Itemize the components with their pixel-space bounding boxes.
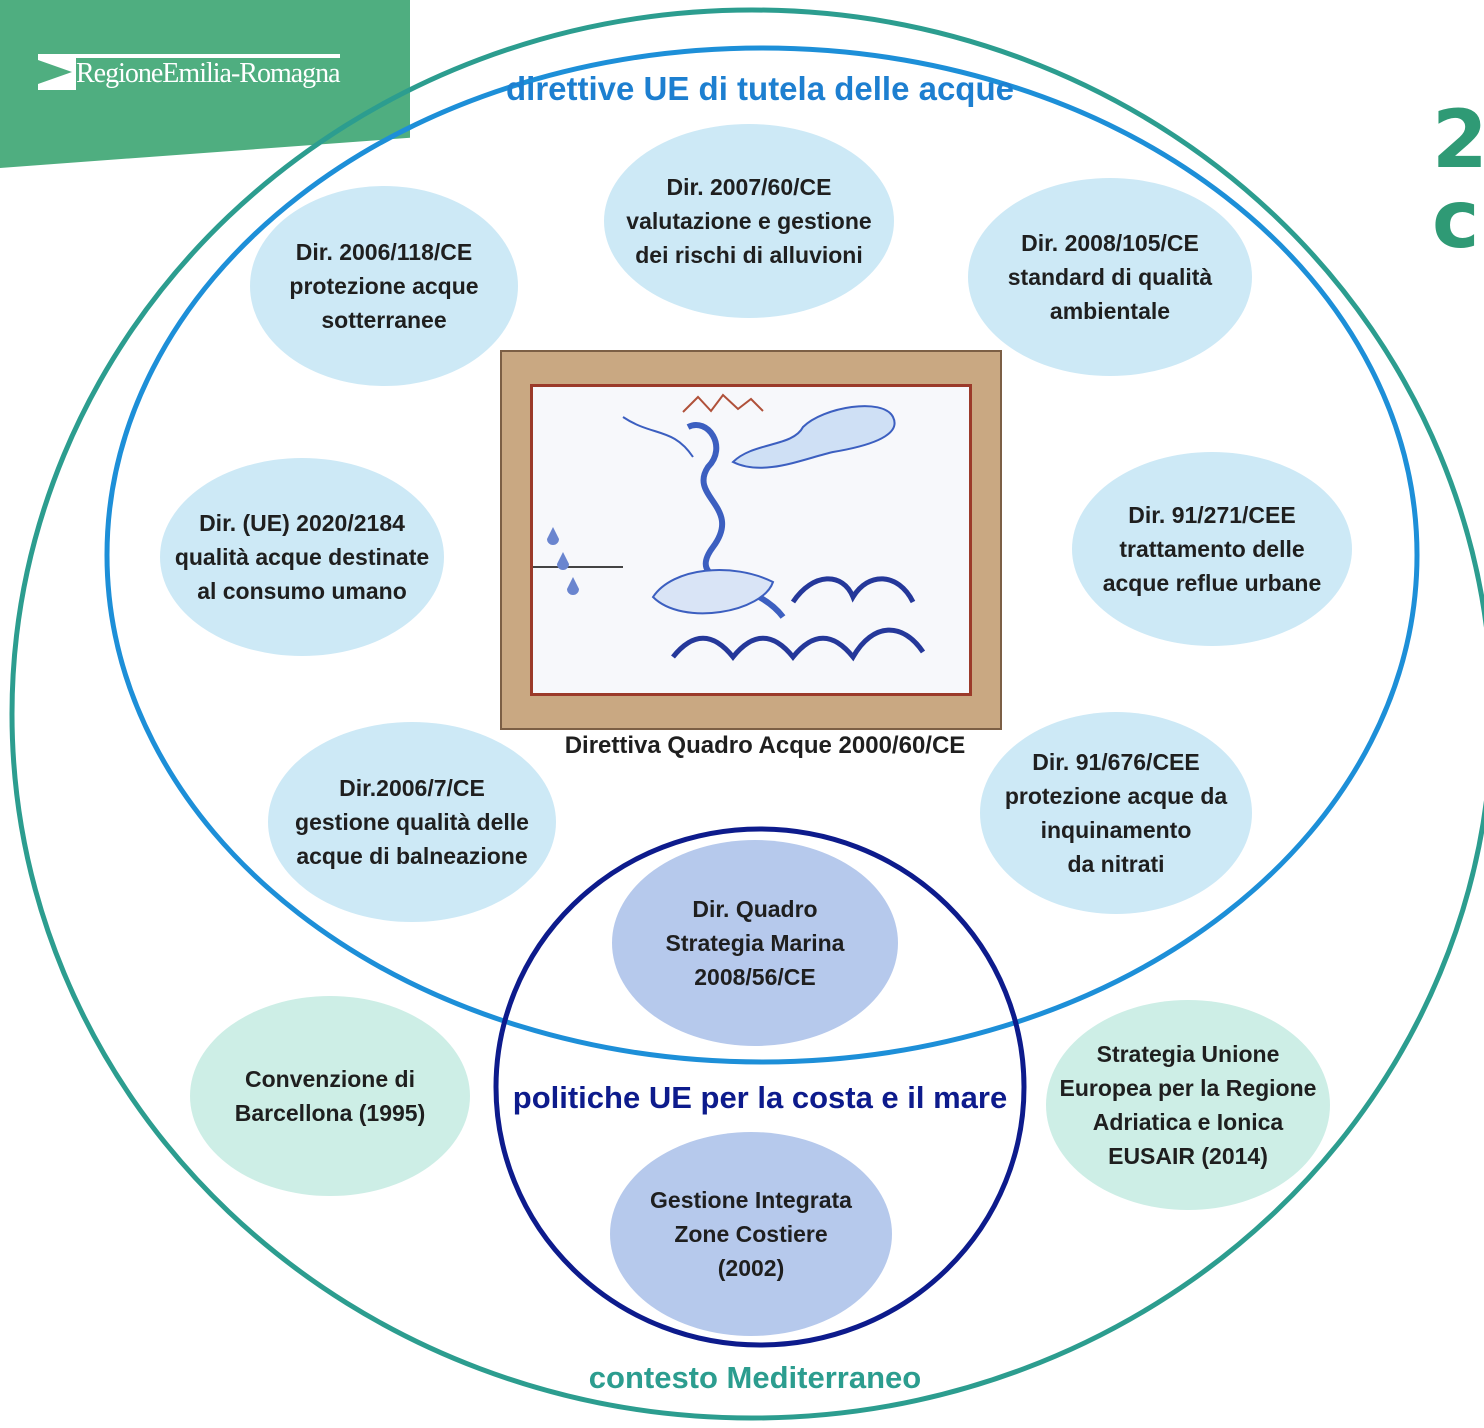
bubble-urban-wastewater-directive: Dir. 91/271/CEE trattamento delle acque … bbox=[1072, 452, 1352, 646]
logo-mark-icon bbox=[38, 54, 76, 90]
bubble-nitrates-directive: Dir. 91/676/CEE protezione acque da inqu… bbox=[980, 712, 1252, 914]
water-cycle-drawing bbox=[533, 393, 926, 662]
mediterranean-ring bbox=[9, 7, 1484, 1421]
water-framework-caption: Direttiva Quadro Acque 2000/60/CE bbox=[564, 732, 966, 759]
bubble-bathing-water-directive: Dir.2006/7/CE gestione qualità delle acq… bbox=[268, 722, 556, 922]
bubble-eusair-strategy: Strategia Unione Europea per la Regione … bbox=[1046, 1000, 1330, 1210]
bubble-groundwater-directive: Dir. 2006/118/CE protezione acque sotter… bbox=[250, 186, 518, 386]
fish-shape bbox=[651, 569, 775, 615]
bubble-coastal-zones: Gestione Integrata Zone Costiere (2002) bbox=[610, 1132, 892, 1336]
coast-sea-title: politiche UE per la costa e il mare bbox=[512, 1080, 1008, 1115]
bubble-drinking-water-directive: Dir. (UE) 2020/2184 qualità acque destin… bbox=[160, 458, 444, 656]
regione-emilia-romagna-logo[interactable]: RegioneEmilia-Romagna bbox=[38, 52, 364, 92]
river-branch-stroke bbox=[622, 416, 694, 458]
cropped-heading-line1: 2 bbox=[1432, 93, 1484, 186]
lake-shape bbox=[731, 405, 896, 469]
eu-directives-title: direttive UE di tutela delle acque bbox=[506, 70, 1014, 107]
logo-text: RegioneEmilia-Romagna bbox=[76, 54, 341, 90]
mediterranean-title: contesto Mediterraneo bbox=[588, 1360, 922, 1395]
cropped-heading-line2: c bbox=[1432, 173, 1480, 266]
mountains-stroke bbox=[682, 393, 764, 413]
bubble-quality-standards-directive: Dir. 2008/105/CE standard di qualità amb… bbox=[968, 178, 1252, 376]
eu-directives-ring bbox=[104, 45, 1420, 1065]
waves-top-stroke bbox=[790, 576, 916, 604]
bubble-marine-strategy: Dir. Quadro Strategia Marina 2008/56/CE bbox=[612, 840, 898, 1046]
bubble-barcelona-convention: Convenzione di Barcellona (1995) bbox=[190, 996, 470, 1196]
bubble-floods-directive: Dir. 2007/60/CE valutazione e gestione d… bbox=[604, 124, 894, 318]
waves-stroke bbox=[671, 627, 926, 662]
coast-sea-ring bbox=[493, 826, 1027, 1348]
raindrops-icon bbox=[547, 527, 579, 595]
water-framework-picture bbox=[500, 350, 1002, 730]
